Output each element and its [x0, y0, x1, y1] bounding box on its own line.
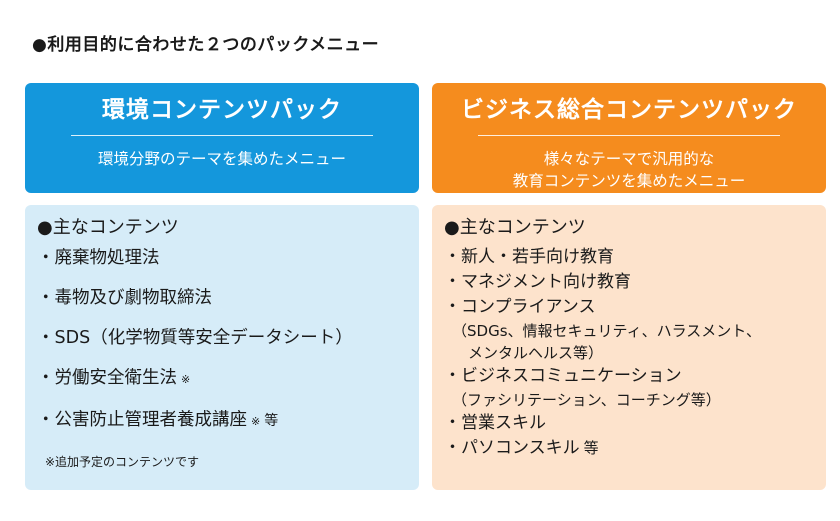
list-item: ・ビジネスコミュニケーション — [444, 366, 682, 386]
list-item: ・マネジメント向け教育 — [444, 272, 631, 292]
note-mark: ※ — [181, 373, 191, 386]
business-pack-description-line2: 教育コンテンツを集めたメニュー — [512, 172, 746, 190]
list-item: ・公害防止管理者養成講座※等 — [37, 410, 279, 430]
list-item: ・毒物及び劇物取締法 — [37, 288, 212, 308]
list-item: ・SDS（化学物質等安全データシート） — [37, 328, 353, 348]
business-contents-list: ・新人・若手向け教育 ・マネジメント向け教育 ・コンプライアンス （SDGs、情… — [444, 245, 814, 461]
list-item-detail: （ファシリテーション、コーチング等） — [452, 391, 721, 409]
footnote: ※追加予定のコンテンツです — [45, 455, 200, 469]
environment-pack-header: 環境コンテンツパック 環境分野のテーマを集めたメニュー — [25, 83, 419, 193]
note-mark: ※ — [251, 415, 261, 428]
business-pack-title: ビジネス総合コンテンツパック — [461, 97, 797, 123]
header-divider — [71, 135, 373, 136]
list-item: ・労働安全衛生法※ — [37, 368, 191, 388]
contents-heading: ●主なコンテンツ — [444, 217, 586, 238]
page-title: ●利用目的に合わせた２つのパックメニュー — [32, 35, 380, 55]
list-item: ・コンプライアンス — [444, 297, 596, 317]
header-divider — [478, 135, 780, 136]
environment-pack-title: 環境コンテンツパック — [102, 97, 342, 123]
contents-heading: ●主なコンテンツ — [37, 217, 179, 238]
list-item-detail: （SDGs、情報セキュリティ、ハラスメント、 — [452, 322, 762, 340]
business-pack-column: ビジネス総合コンテンツパック 様々なテーマで汎用的な 教育コンテンツを集めたメニ… — [432, 83, 826, 490]
environment-pack-column: 環境コンテンツパック 環境分野のテーマを集めたメニュー ●主なコンテンツ ・廃棄… — [25, 83, 419, 490]
environment-pack-contents: ●主なコンテンツ ・廃棄物処理法 ・毒物及び劇物取締法 ・SDS（化学物質等安全… — [25, 205, 419, 490]
etc-label: 等 — [264, 413, 279, 429]
business-pack-contents: ●主なコンテンツ ・新人・若手向け教育 ・マネジメント向け教育 ・コンプライアン… — [432, 205, 826, 490]
environment-pack-description: 環境分野のテーマを集めたメニュー — [97, 150, 346, 168]
list-item-detail: メンタルヘルス等） — [468, 344, 604, 362]
environment-contents-list: ・廃棄物処理法 ・毒物及び劇物取締法 ・SDS（化学物質等安全データシート） ・… — [37, 245, 407, 435]
list-item: ・パソコンスキル等 — [444, 438, 599, 458]
list-item: ・新人・若手向け教育 — [444, 247, 614, 267]
business-pack-description-line1: 様々なテーマで汎用的な — [543, 150, 715, 168]
list-item: ・営業スキル — [444, 413, 546, 433]
list-item: ・廃棄物処理法 — [37, 248, 160, 268]
business-pack-header: ビジネス総合コンテンツパック 様々なテーマで汎用的な 教育コンテンツを集めたメニ… — [432, 83, 826, 193]
etc-label: 等 — [583, 439, 599, 457]
